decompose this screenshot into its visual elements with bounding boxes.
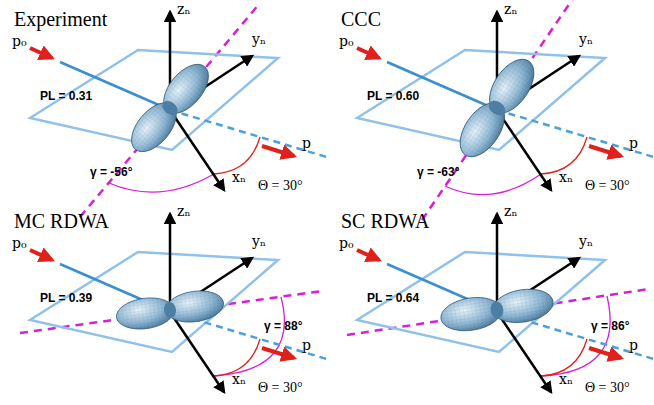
axes-frame bbox=[357, 12, 654, 190]
momentum-label: p₀ bbox=[12, 236, 27, 251]
momentum-label: p bbox=[629, 338, 638, 353]
angle-label: γ = -56° bbox=[90, 166, 133, 179]
angle-label: γ = 86° bbox=[591, 320, 630, 333]
axis-label: zₙ bbox=[504, 2, 517, 17]
gamma-arc bbox=[214, 297, 284, 376]
panel-ccc bbox=[357, 0, 654, 220]
polarization-value: PL = 0.60 bbox=[367, 90, 419, 103]
axis-label: xₙ bbox=[559, 170, 573, 185]
momentum-label: p bbox=[302, 338, 311, 353]
axes-frame bbox=[30, 214, 330, 392]
momentum-label: p₀ bbox=[339, 236, 354, 251]
polarization-value: PL = 0.64 bbox=[367, 292, 419, 305]
axes-frame bbox=[357, 214, 654, 392]
polarization-value: PL = 0.39 bbox=[40, 292, 92, 305]
axis-label: yₙ bbox=[252, 234, 266, 249]
panel-title: MC RDWA bbox=[14, 210, 109, 232]
angle-label: γ = 88° bbox=[264, 320, 303, 333]
polarization-value: PL = 0.31 bbox=[40, 90, 92, 103]
panel-title: Experiment bbox=[14, 8, 107, 30]
emission-lobes bbox=[451, 51, 543, 164]
angle-label: Θ = 30° bbox=[585, 178, 630, 193]
panel-mc-rdwa bbox=[20, 214, 330, 392]
angle-label: Θ = 30° bbox=[258, 178, 303, 193]
axis-label: xₙ bbox=[232, 170, 246, 185]
panel-title: CCC bbox=[341, 8, 381, 30]
momentum-label: p bbox=[629, 136, 638, 151]
momentum-label: p₀ bbox=[12, 34, 27, 49]
axis-label: xₙ bbox=[559, 372, 573, 387]
panel-sc-rdwa bbox=[347, 214, 654, 392]
emission-lobes bbox=[123, 56, 217, 159]
emission-lobes bbox=[114, 287, 225, 332]
panel-experiment bbox=[30, 3, 330, 217]
axis-label: zₙ bbox=[504, 204, 517, 219]
axis-label: zₙ bbox=[177, 204, 190, 219]
panel-title: SC RDWA bbox=[341, 210, 429, 232]
axis-label: yₙ bbox=[579, 234, 593, 249]
axis-label: yₙ bbox=[579, 32, 593, 47]
axis-label: zₙ bbox=[177, 2, 190, 17]
momentum-label: p bbox=[302, 136, 311, 151]
angle-label: Θ = 30° bbox=[258, 380, 303, 395]
axes-frame bbox=[30, 12, 330, 190]
angle-label: Θ = 30° bbox=[585, 380, 630, 395]
angle-label: γ = -63° bbox=[417, 166, 460, 179]
emission-lobes bbox=[438, 285, 555, 335]
axis-label: xₙ bbox=[232, 372, 246, 387]
momentum-label: p₀ bbox=[339, 34, 354, 49]
axis-label: yₙ bbox=[252, 32, 266, 47]
